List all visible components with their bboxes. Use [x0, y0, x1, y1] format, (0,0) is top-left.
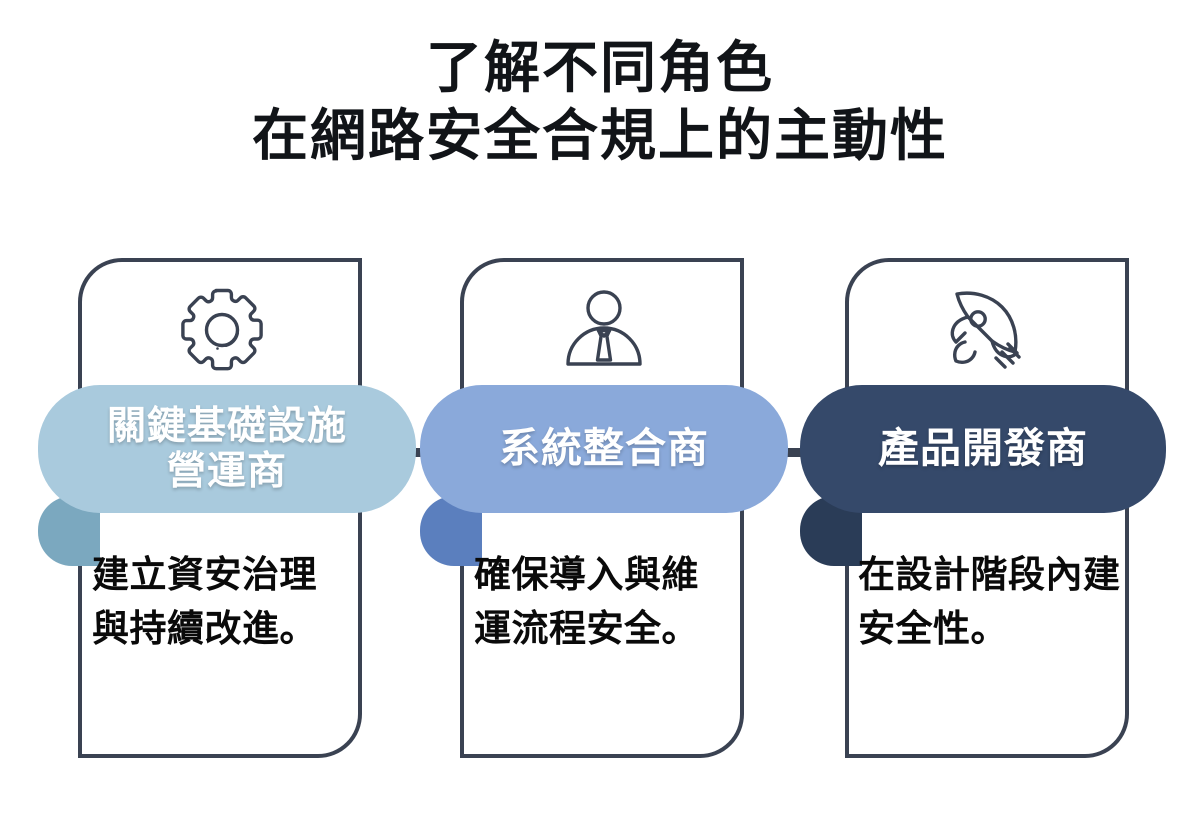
connector-line-2 [774, 448, 814, 457]
rocket-icon [939, 280, 1039, 380]
role-description-3: 在設計階段內建安全性。 [858, 554, 1121, 649]
role-pill-product-developer[interactable]: 產品開發商 [800, 385, 1166, 513]
role-pill-critical-infrastructure[interactable]: 關鍵基礎設施 營運商 [38, 385, 416, 513]
role-pill-label-1: 關鍵基礎設施 營運商 [85, 404, 369, 494]
page-title: 了解不同角色 在網路安全合規上的主動性 [0, 34, 1200, 171]
gear-icon [172, 280, 272, 380]
role-description-2: 確保導入與維運流程安全。 [474, 554, 699, 649]
role-pill-label-2: 系統整合商 [499, 425, 709, 472]
role-pill-system-integrator[interactable]: 系統整合商 [420, 385, 788, 513]
role-pill-label-1-line2: 營運商 [166, 450, 287, 493]
role-pill-label-1-line1: 關鍵基礎設施 [106, 404, 347, 448]
role-pill-label-3: 產品開發商 [878, 425, 1088, 472]
role-description-1: 建立資安治理與持續改進。 [92, 554, 317, 649]
connector-line-1 [398, 448, 438, 457]
title-line-2: 在網路安全合規上的主動性 [252, 104, 948, 168]
person-tie-icon [554, 280, 654, 380]
title-line-1: 了解不同角色 [426, 36, 774, 99]
